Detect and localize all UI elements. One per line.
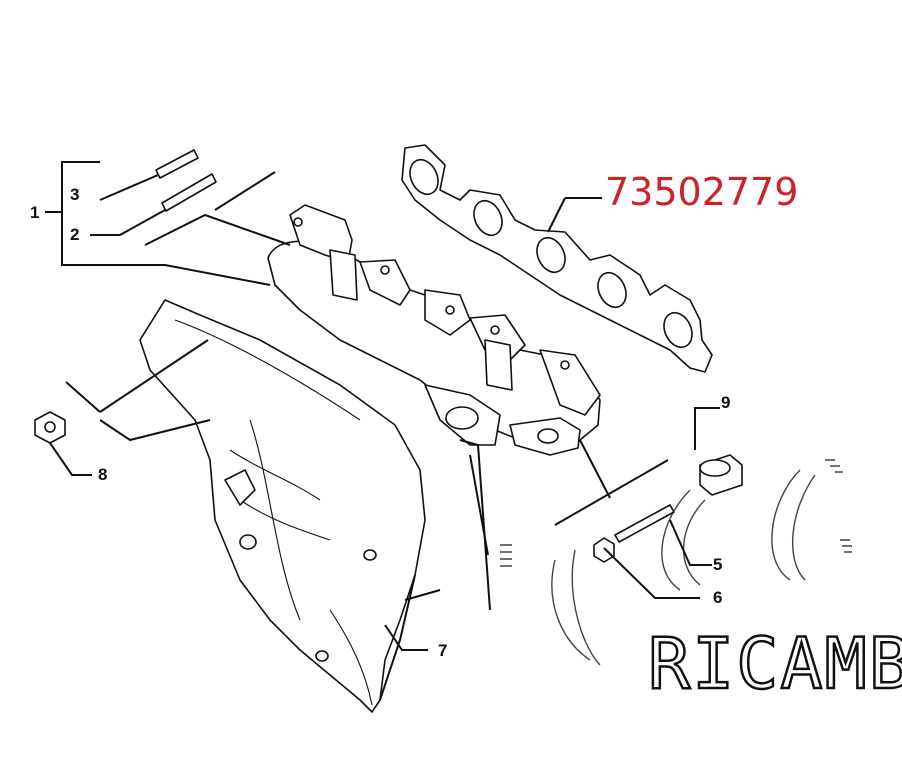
callout-3: 3 bbox=[70, 185, 79, 204]
watermark-text: RICAMBI bbox=[648, 623, 902, 705]
nut-8 bbox=[34, 411, 66, 444]
exhaust-manifold bbox=[267, 204, 601, 456]
callout-5: 5 bbox=[713, 555, 722, 574]
callout-9: 9 bbox=[721, 393, 730, 412]
manifold-gasket bbox=[401, 144, 713, 373]
bolt-5 bbox=[614, 504, 675, 543]
heat-shield bbox=[139, 299, 426, 713]
callout-2: 2 bbox=[70, 225, 79, 244]
stud-3 bbox=[155, 149, 199, 179]
nut-6 bbox=[593, 537, 615, 563]
callout-7: 7 bbox=[438, 641, 447, 660]
spacer-9 bbox=[699, 454, 743, 496]
leader-lines bbox=[45, 161, 720, 701]
callout-6: 6 bbox=[713, 588, 722, 607]
watermark-graphic bbox=[500, 459, 852, 666]
stud-2 bbox=[161, 173, 217, 212]
callout-8: 8 bbox=[98, 465, 107, 484]
part-number-label: 73502779 bbox=[605, 170, 798, 214]
callout-1: 1 bbox=[30, 203, 39, 222]
